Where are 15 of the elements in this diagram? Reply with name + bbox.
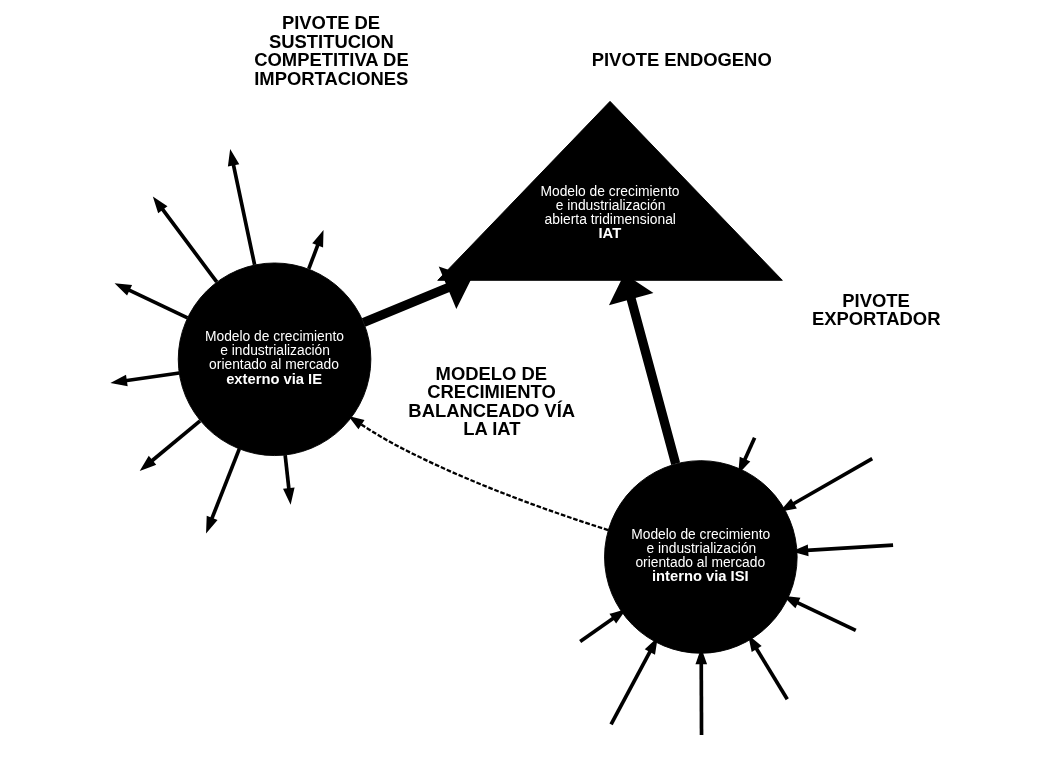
arrow [307, 229, 324, 270]
label: PIVOTE EXPORTADOR [811, 289, 941, 330]
arrow [227, 149, 257, 266]
arrow [206, 448, 241, 534]
arrow [114, 283, 189, 320]
arrow [110, 371, 180, 387]
arrow [283, 454, 295, 505]
label: PIVOTE DE SUSTITUCION COMPETITIVA DE IMPORTACIONES [254, 12, 409, 89]
arrow [139, 419, 202, 471]
label: PIVOTE ENDOGENO [591, 49, 772, 71]
arrow [361, 266, 472, 327]
node-circle: Modelo de crecimiento e industrialización orientado al mercado externo via IE [177, 262, 372, 456]
label: MODELO DE CRECIMIENTO BALANCEADO VÍA LA IAT [408, 362, 576, 439]
arrow [348, 416, 609, 532]
arrow [152, 196, 219, 283]
